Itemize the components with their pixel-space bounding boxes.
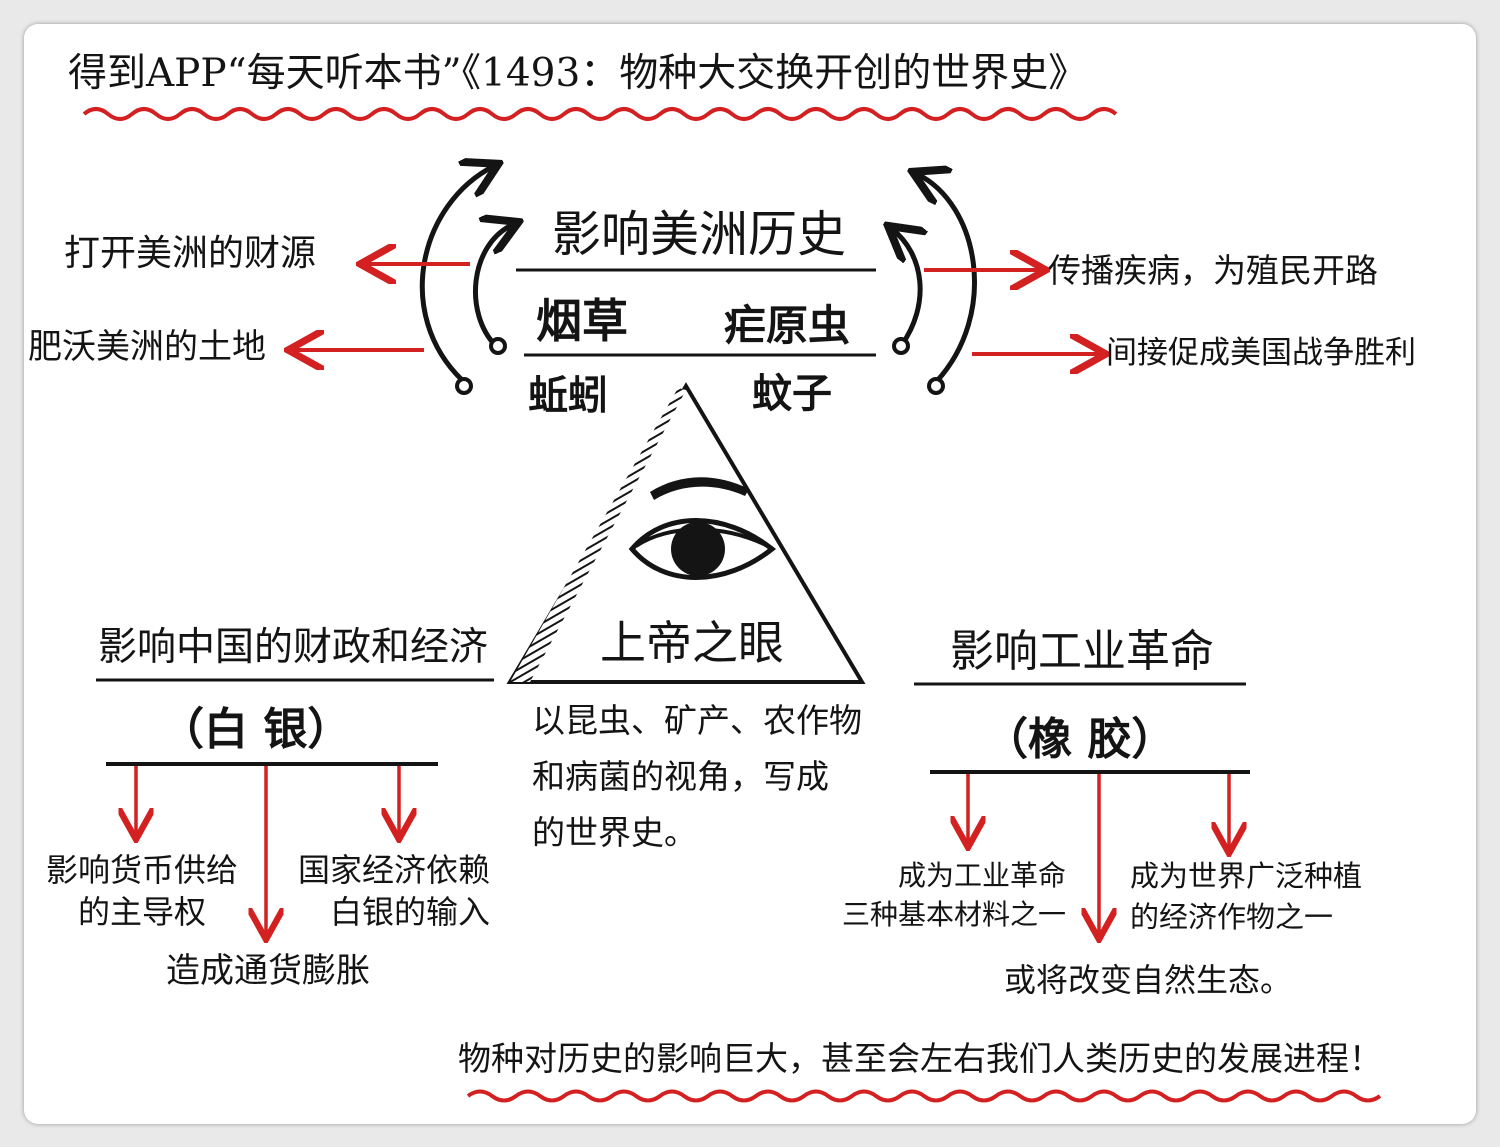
effect-open-wealth: 打开美洲的财源 [64, 233, 317, 274]
page-title: 得到APP“每天听本书”《1493：物种大交换开创的世界史》 [68, 51, 1088, 96]
effect-spread-disease: 传播疾病，为殖民开路 [1048, 251, 1378, 290]
left-branch-money-supply: 影响货币供给 的主导权 [46, 851, 239, 931]
right-branch-ecology: 或将改变自然生态。 [1004, 961, 1293, 999]
right-branch-industrial-material: 成为工业革命 三种基本材料之一 [842, 859, 1067, 932]
eye-icon [628, 477, 777, 580]
species-earthworm: 蚯蚓 [528, 373, 608, 419]
effect-us-war-victory: 间接促成美国战争胜利 [1106, 335, 1416, 371]
right-item-rubber: （橡 胶） [984, 714, 1176, 765]
footer-wavy-underline [466, 1089, 1382, 1103]
triangle-label: 上帝之眼 [600, 616, 784, 670]
left-item-silver: （白 银） [160, 704, 352, 755]
description-line-1: 以昆虫、矿产、农作物 [532, 701, 862, 740]
curved-arrow-icon [419, 166, 977, 385]
mind-map-sheet: 得到APP“每天听本书”《1493：物种大交换开创的世界史》 影响美洲历史 烟草… [24, 24, 1476, 1124]
description-line-3: 的世界史。 [532, 813, 697, 852]
species-mosquito: 蚊子 [752, 371, 832, 417]
species-plasmodium: 疟原虫 [724, 301, 851, 350]
right-branch-cash-crop: 成为世界广泛种植 的经济作物之一 [1130, 859, 1363, 934]
left-heading: 影响中国的财政和经济 [98, 625, 489, 670]
diagram-lines [82, 107, 1382, 1103]
left-branch-silver-import: 国家经济依赖 白银的输入 [298, 851, 491, 931]
top-heading: 影响美洲历史 [552, 206, 847, 263]
red-arrow-icon [292, 264, 1102, 354]
right-heading: 影响工业革命 [950, 626, 1214, 677]
left-branch-inflation: 造成通货膨胀 [166, 951, 370, 991]
effect-fertilize-land: 肥沃美洲的土地 [28, 327, 266, 367]
description-line-2: 和病菌的视角，写成 [532, 757, 829, 796]
species-tobacco: 烟草 [536, 294, 628, 348]
title-wavy-underline [82, 107, 1118, 121]
footer-conclusion: 物种对历史的影响巨大，甚至会左右我们人类历史的发展进程！ [458, 1039, 1382, 1078]
